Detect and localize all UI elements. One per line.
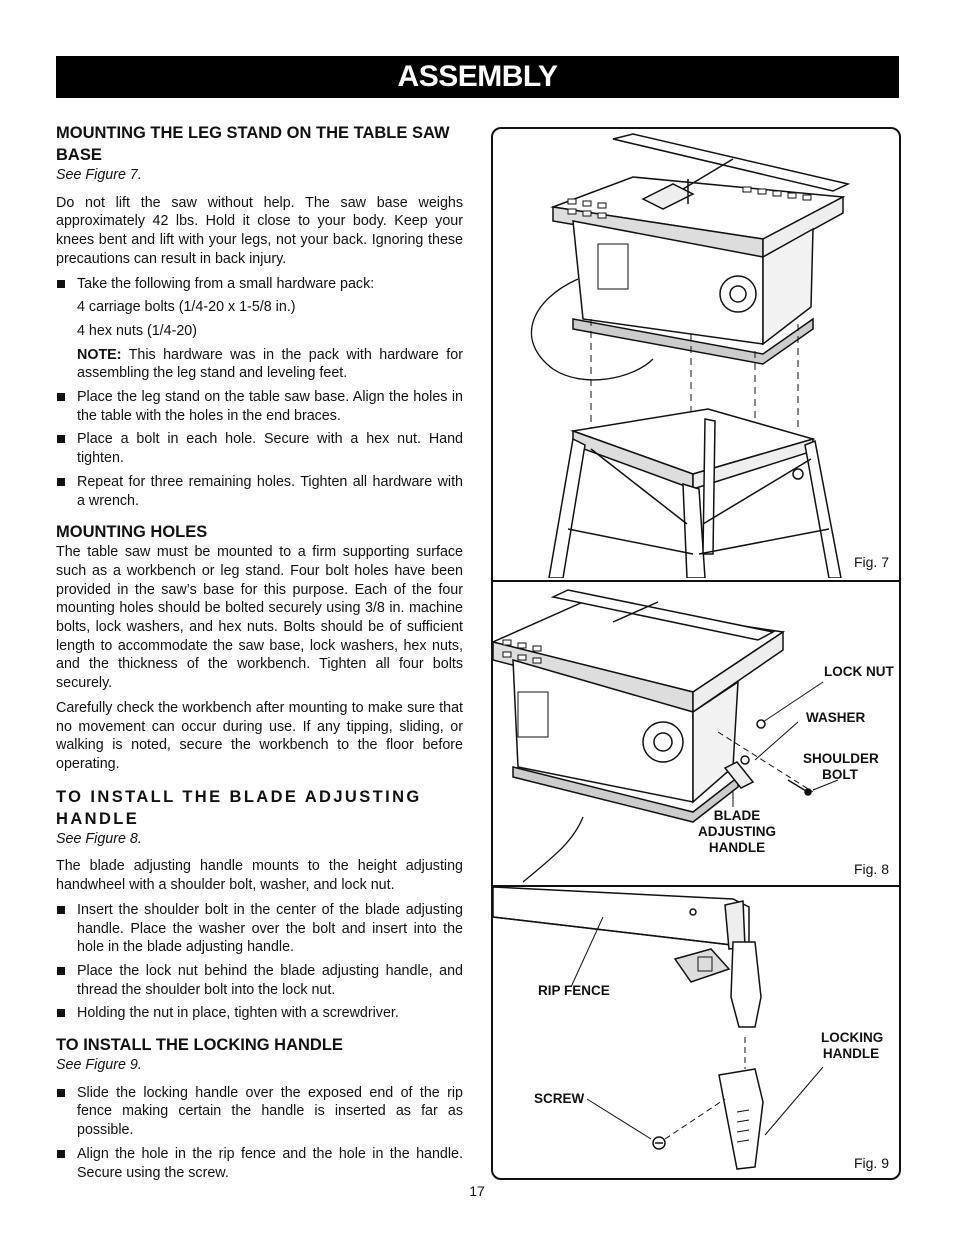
note-text: This hardware was in the pack with hardw… bbox=[77, 346, 463, 382]
label-rip-fence: RIP FENCE bbox=[538, 983, 610, 998]
section-title-leg-stand: MOUNTING THE LEG STAND ON THE TABLE SAW … bbox=[56, 124, 450, 164]
paragraph: Carefully check the workbench after moun… bbox=[56, 699, 463, 772]
figure-8: LOCK NUT WASHER SHOULDER BOLT BLADE ADJU… bbox=[493, 580, 899, 885]
bullet-item: Slide the locking handle over the expose… bbox=[56, 1084, 463, 1140]
section-banner: ASSEMBLY bbox=[56, 56, 899, 98]
paragraph: Do not lift the saw without help. The sa… bbox=[56, 194, 463, 267]
label-locking-handle: LOCKING HANDLE bbox=[821, 1030, 884, 1062]
hardware-item: 4 hex nuts (1/4-20) bbox=[77, 322, 198, 339]
label-lock-nut: LOCK NUT bbox=[824, 664, 894, 679]
bullet-item: Align the hole in the rip fence and the … bbox=[56, 1145, 463, 1182]
figure-7-label: Fig. 7 bbox=[853, 554, 889, 570]
bullet-item: Take the following from a small hardware… bbox=[56, 275, 463, 294]
bullet-item: Place a bolt in each hole. Secure with a… bbox=[56, 430, 463, 467]
note-label: NOTE: bbox=[77, 346, 122, 363]
figure-9: RIP FENCE LOCKING HANDLE SCREW Fig. 9 bbox=[493, 885, 899, 1178]
note: NOTE: This hardware was in the pack with… bbox=[56, 346, 463, 383]
bullet-item: Place the lock nut behind the blade adju… bbox=[56, 962, 463, 999]
section-title-blade-handle: TO INSTALL THE BLADE ADJUSTING HANDLE bbox=[56, 787, 422, 828]
paragraph: The blade adjusting handle mounts to the… bbox=[56, 858, 463, 894]
bullet-item: Place the leg stand on the table saw bas… bbox=[56, 388, 463, 425]
label-line: BLADE bbox=[713, 808, 761, 823]
instructions-column: MOUNTING THE LEG STAND ON THE TABLE SAW … bbox=[56, 122, 463, 1187]
figure-8-label: Fig. 8 bbox=[853, 861, 889, 877]
bullet-item: Holding the nut in place, tighten with a… bbox=[56, 1004, 463, 1023]
section-title-mounting-holes: MOUNTING HOLES bbox=[56, 523, 208, 542]
locking-handle-illustration bbox=[493, 887, 824, 1170]
bullet-item: Insert the shoulder bolt in the center o… bbox=[56, 901, 463, 957]
figure-reference: See Figure 8. bbox=[56, 830, 142, 847]
label-line: HANDLE bbox=[708, 840, 766, 855]
figure-reference: See Figure 9. bbox=[56, 1057, 142, 1074]
label-screw: SCREW bbox=[534, 1091, 585, 1106]
figure-9-label: Fig. 9 bbox=[853, 1155, 889, 1171]
blade-adjusting-handle-illustration bbox=[493, 589, 839, 883]
table-saw-on-leg-stand-illustration bbox=[531, 133, 851, 578]
label-line: BOLT bbox=[822, 767, 858, 782]
label-blade-adjusting-handle: BLADE ADJUSTING HANDLE bbox=[697, 808, 777, 856]
label-line: HANDLE bbox=[822, 1046, 880, 1061]
label-line: SHOULDER bbox=[803, 751, 879, 766]
label-line: ADJUSTING bbox=[697, 824, 776, 839]
label-line: LOCKING bbox=[821, 1030, 884, 1045]
page-number: 17 bbox=[469, 1183, 485, 1199]
bullet-item: Repeat for three remaining holes. Tighte… bbox=[56, 473, 463, 510]
figures-frame: Fig. 7 bbox=[491, 127, 901, 1180]
paragraph: The table saw must be mounted to a firm … bbox=[56, 544, 463, 692]
hardware-item: 4 carriage bolts (1/4-20 x 1-5/8 in.) bbox=[77, 299, 296, 316]
figure-7: Fig. 7 bbox=[493, 129, 899, 578]
label-washer: WASHER bbox=[806, 710, 866, 725]
label-shoulder-bolt: SHOULDER BOLT bbox=[803, 751, 879, 783]
section-title-locking-handle: TO INSTALL THE LOCKING HANDLE bbox=[56, 1036, 343, 1055]
figure-reference: See Figure 7. bbox=[56, 167, 142, 183]
